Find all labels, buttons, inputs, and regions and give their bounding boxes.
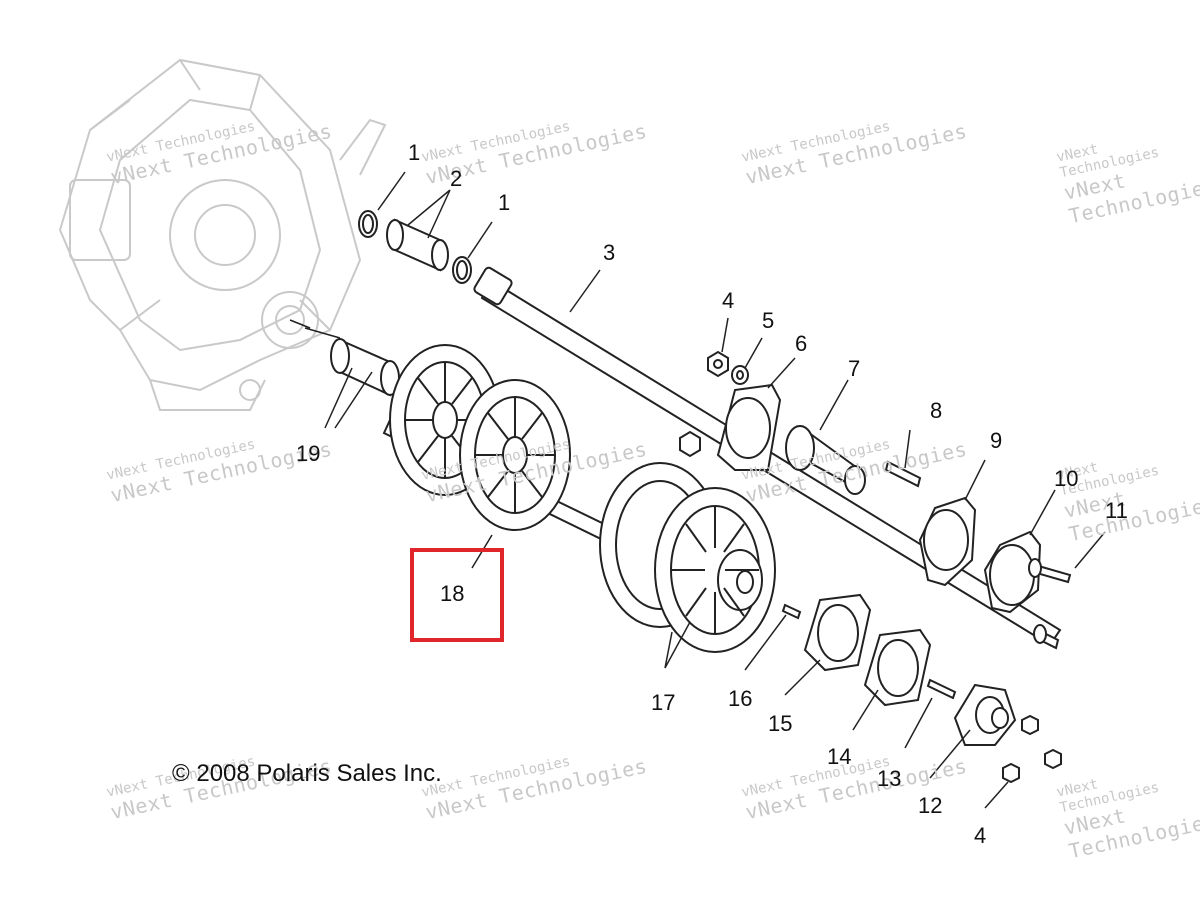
- gasket-10: [983, 530, 1042, 614]
- callout-5[interactable]: 5: [762, 308, 775, 333]
- drive-shaft: [473, 266, 1062, 647]
- callout-1[interactable]: 1: [498, 190, 511, 215]
- callout-14[interactable]: 14: [827, 744, 852, 769]
- callout-6[interactable]: 6: [795, 331, 808, 356]
- screw: [781, 603, 802, 620]
- gasket-9: [918, 496, 977, 587]
- spacer-shaft: [785, 425, 866, 495]
- callout-16[interactable]: 16: [728, 686, 753, 711]
- callout-17[interactable]: 17: [651, 690, 676, 715]
- needle-bearing: [386, 218, 449, 272]
- callout-8[interactable]: 8: [930, 398, 943, 423]
- drive-sprocket-front: [459, 379, 571, 531]
- selected-callout-highlight: [410, 548, 504, 642]
- callout-18[interactable]: 18: [440, 581, 465, 606]
- drive-sprocket-outer-2: [654, 487, 776, 653]
- callout-3[interactable]: 3: [603, 240, 616, 265]
- nut-washer-top: [679, 350, 749, 458]
- callout-19[interactable]: 19: [296, 441, 321, 466]
- callout-2[interactable]: 2: [450, 166, 463, 191]
- callout-1[interactable]: 1: [408, 140, 421, 165]
- copyright-text: © 2008 Polaris Sales Inc.: [172, 760, 442, 787]
- bearing-housing: [953, 683, 1062, 784]
- flange-14: [863, 628, 932, 707]
- bearing-19: [330, 338, 400, 397]
- callout-4[interactable]: 4: [974, 823, 987, 848]
- bolt: [1028, 558, 1072, 650]
- bearing-flange: [716, 383, 782, 471]
- callout-9[interactable]: 9: [990, 428, 1003, 453]
- key-13: [926, 678, 957, 700]
- callout-10[interactable]: 10: [1054, 466, 1079, 491]
- callout-4[interactable]: 4: [722, 288, 735, 313]
- gearcase-illustration: [58, 58, 387, 411]
- callout-15[interactable]: 15: [768, 711, 793, 736]
- key: [884, 460, 922, 488]
- leader-lines: [289, 171, 1106, 809]
- callout-12[interactable]: 12: [918, 793, 943, 818]
- callout-13[interactable]: 13: [877, 766, 902, 791]
- flange-15: [803, 593, 872, 672]
- callout-11[interactable]: 11: [1105, 498, 1128, 523]
- callout-7[interactable]: 7: [848, 356, 861, 381]
- retainer-ring: [358, 210, 472, 284]
